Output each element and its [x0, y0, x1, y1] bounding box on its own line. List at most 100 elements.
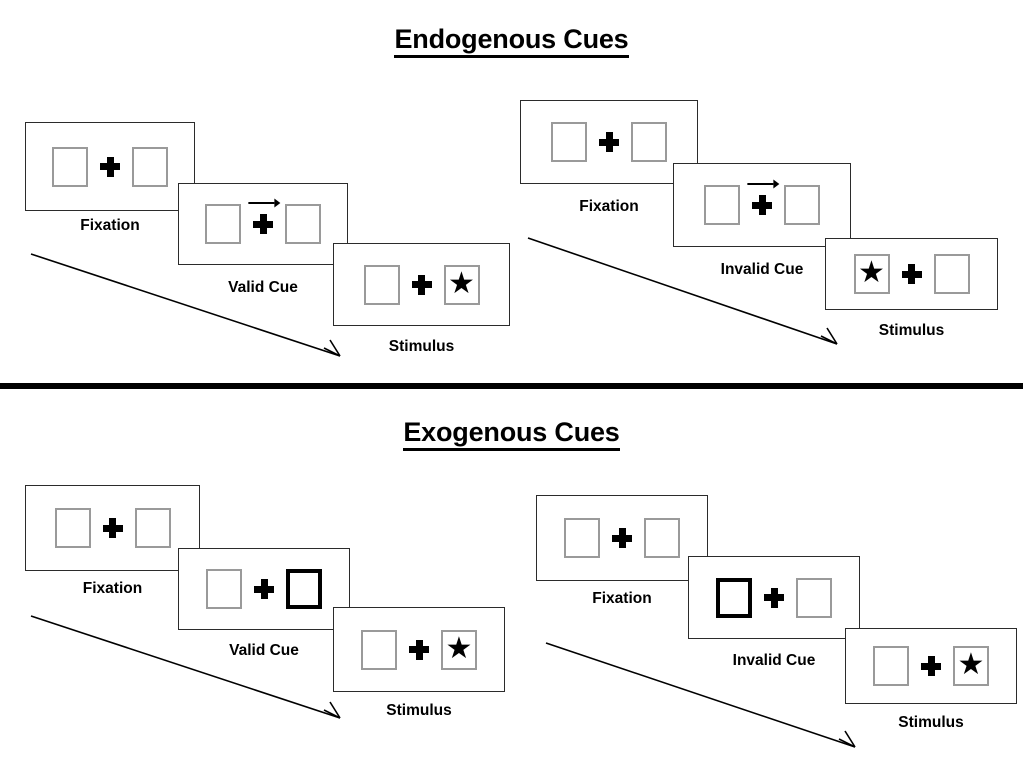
panel-endogenous-valid-cue[interactable] — [178, 183, 348, 265]
stimulus-cluster — [564, 518, 680, 558]
section-title-endogenous: Endogenous Cues — [0, 24, 1023, 58]
panel-content — [674, 164, 850, 246]
panel-exogenous-invalid-stimulus[interactable]: ★ — [845, 628, 1017, 704]
stimulus-cluster — [54, 508, 171, 548]
stimulus-cluster: ★ — [873, 646, 989, 686]
fixation-cross-slot — [88, 156, 132, 177]
panel-content: ★ — [334, 244, 509, 325]
caption-endogenous-invalid-stimulus: Stimulus — [878, 322, 945, 339]
stimulus-cluster — [551, 122, 667, 162]
stimulus-cluster: ★ — [361, 629, 477, 670]
plus-sign-icon — [599, 132, 619, 152]
fixation-cross-slot — [890, 264, 934, 284]
panel-content: ★ — [334, 608, 504, 691]
left-placeholder-box — [873, 646, 909, 686]
left-placeholder-box — [206, 569, 242, 609]
stimulus-cluster — [205, 198, 321, 244]
left-placeholder-box — [205, 204, 241, 244]
caption-exogenous-valid-cue: Valid Cue — [229, 642, 299, 659]
star-icon: ★ — [858, 256, 885, 289]
right-placeholder-box — [134, 508, 171, 548]
panel-content: ★ — [826, 239, 997, 309]
right-placeholder-box — [285, 204, 321, 244]
stimulus-cluster — [704, 179, 820, 225]
panel-content: ★ — [846, 629, 1016, 703]
plus-sign-icon — [100, 156, 120, 177]
panel-endogenous-invalid-fixation[interactable] — [520, 100, 698, 184]
plus-sign-icon — [921, 656, 941, 676]
right-placeholder-box — [796, 577, 832, 618]
arrow-right-icon — [747, 179, 780, 189]
left-placeholder-box — [551, 122, 587, 162]
caption-exogenous-invalid-cue: Invalid Cue — [732, 652, 816, 669]
fixation-cross-slot — [400, 274, 444, 295]
left-target-box: ★ — [853, 254, 890, 294]
fixation-cross-slot — [740, 179, 784, 215]
right-placeholder-box — [132, 146, 168, 187]
stimulus-cluster — [206, 569, 322, 609]
panel-endogenous-invalid-cue[interactable] — [673, 163, 851, 247]
stimulus-cluster — [52, 146, 168, 187]
plus-sign-icon — [764, 587, 784, 608]
left-placeholder-box — [361, 629, 397, 670]
plus-sign-icon — [612, 528, 632, 548]
panel-content — [26, 123, 194, 210]
panel-content — [521, 101, 697, 183]
panel-exogenous-valid-stimulus[interactable]: ★ — [333, 607, 505, 692]
right-placeholder-box — [631, 122, 667, 162]
stimulus-cluster: ★ — [853, 254, 970, 294]
panel-content — [179, 549, 349, 629]
section-title-exogenous-text: Exogenous Cues — [403, 417, 620, 451]
star-icon: ★ — [448, 266, 475, 300]
stimulus-cluster — [716, 577, 832, 618]
panel-endogenous-valid-fixation[interactable] — [25, 122, 195, 211]
fixation-cross-slot — [587, 132, 631, 152]
fixation-cross-slot — [91, 518, 135, 538]
section-title-endogenous-text: Endogenous Cues — [394, 24, 629, 58]
caption-endogenous-valid-fixation: Fixation — [80, 217, 140, 234]
panel-exogenous-invalid-fixation[interactable] — [536, 495, 708, 581]
right-target-box: ★ — [443, 264, 480, 305]
plus-sign-icon — [752, 195, 772, 215]
panel-endogenous-valid-stimulus[interactable]: ★ — [333, 243, 510, 326]
fixation-cross-slot — [600, 528, 644, 548]
panel-exogenous-valid-fixation[interactable] — [25, 485, 200, 571]
fixation-cross-slot — [909, 656, 953, 676]
right-cued-box — [286, 569, 322, 609]
plus-sign-icon — [901, 264, 922, 284]
caption-endogenous-invalid-fixation: Fixation — [579, 198, 639, 215]
panel-exogenous-invalid-cue[interactable] — [688, 556, 860, 639]
left-placeholder-box — [704, 185, 740, 225]
caption-endogenous-valid-stimulus: Stimulus — [388, 338, 455, 355]
fixation-cross-slot — [242, 579, 286, 599]
panel-content — [26, 486, 199, 570]
panel-content — [537, 496, 707, 580]
fixation-cross-slot — [397, 639, 441, 660]
time-flow-arrow-endogenous-valid-icon — [30, 253, 341, 357]
caption-exogenous-invalid-stimulus: Stimulus — [898, 714, 964, 731]
panel-endogenous-invalid-stimulus[interactable]: ★ — [825, 238, 998, 310]
plus-sign-icon — [253, 214, 273, 234]
left-cued-box — [716, 577, 752, 618]
fixation-cross-slot — [752, 587, 796, 608]
time-flow-arrow-endogenous-invalid-icon — [527, 237, 838, 345]
plus-sign-icon — [254, 579, 274, 599]
right-placeholder-box — [933, 254, 970, 294]
panel-exogenous-valid-cue[interactable] — [178, 548, 350, 630]
caption-exogenous-invalid-fixation: Fixation — [592, 590, 652, 607]
caption-endogenous-valid-cue: Valid Cue — [228, 279, 298, 296]
left-placeholder-box — [363, 264, 400, 305]
arrow-right-icon — [248, 198, 281, 208]
right-target-box: ★ — [953, 646, 989, 686]
caption-exogenous-valid-fixation: Fixation — [82, 580, 143, 597]
plus-sign-icon — [409, 639, 429, 660]
plus-sign-icon — [411, 274, 432, 295]
panel-content — [689, 557, 859, 638]
left-placeholder-box — [564, 518, 600, 558]
caption-exogenous-valid-stimulus: Stimulus — [386, 702, 452, 719]
stimulus-cluster: ★ — [363, 264, 480, 305]
section-title-exogenous: Exogenous Cues — [0, 417, 1023, 451]
right-placeholder-box — [644, 518, 680, 558]
left-placeholder-box — [54, 508, 91, 548]
plus-sign-icon — [102, 518, 123, 538]
